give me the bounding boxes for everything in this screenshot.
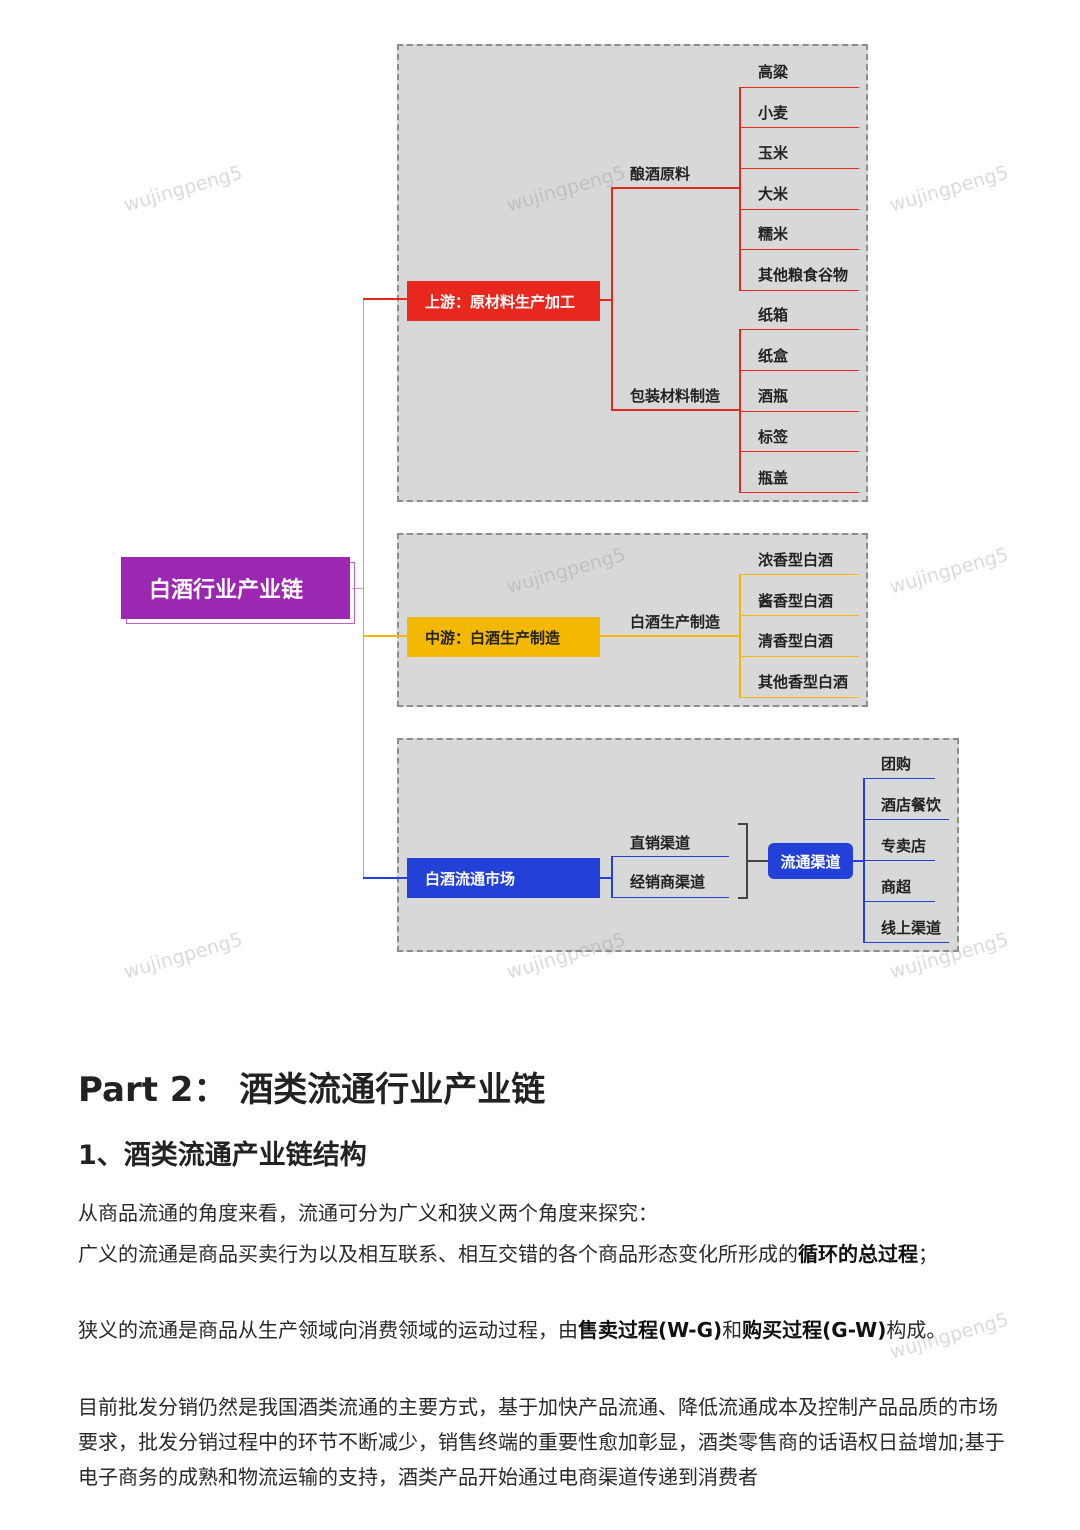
leaf-online-channel: 线上渠道 bbox=[881, 919, 942, 937]
connector-blue bbox=[611, 856, 613, 898]
leaf-underline bbox=[611, 897, 729, 898]
paragraph-2-text: 广义的流通是商品买卖行为以及相互联系、相互交错的各个商品形态变化所形成的 bbox=[78, 1242, 798, 1266]
paragraph-4: 目前批发分销仍然是我国酒类流通的主要方式，基于加快产品流通、降低流通成本及控制产… bbox=[78, 1395, 1005, 1489]
leaf-carton: 纸箱 bbox=[758, 306, 789, 324]
paragraph-2-end: ； bbox=[918, 1242, 938, 1266]
leaf-wheat: 小麦 bbox=[758, 104, 789, 122]
root-label: 白酒行业产业链 bbox=[149, 578, 304, 603]
paragraph-3-text: 狭义的流通是商品从生产领域向消费领域的运动过程，由 bbox=[78, 1318, 578, 1342]
leaf-underline bbox=[739, 697, 859, 698]
bracket-stem bbox=[748, 860, 768, 862]
leaf-underline bbox=[863, 778, 935, 779]
leaf-corn: 玉米 bbox=[758, 144, 789, 162]
connector bbox=[363, 298, 364, 878]
leaf-group-buy: 团购 bbox=[881, 755, 912, 773]
channel-distributor: 经销商渠道 bbox=[630, 873, 706, 891]
connector-red bbox=[363, 298, 407, 300]
leaf-underline bbox=[739, 249, 859, 250]
root-node: 白酒行业产业链 bbox=[121, 557, 350, 619]
leaf-light-aroma: 清香型白酒 bbox=[758, 632, 834, 650]
leaf-glutinous-rice: 糯米 bbox=[758, 225, 789, 243]
connector bbox=[352, 588, 364, 589]
connector-red bbox=[611, 187, 739, 189]
leaf-underline bbox=[863, 860, 935, 861]
leaf-underline bbox=[739, 451, 859, 452]
paragraph-3-bold-2: 购买过程(G-W) bbox=[742, 1318, 887, 1342]
market-node: 白酒流通市场 bbox=[407, 858, 600, 898]
leaf-rice: 大米 bbox=[758, 185, 789, 203]
channel-direct-sales: 直销渠道 bbox=[630, 834, 691, 852]
paragraph-3: 狭义的流通是商品从生产领域向消费领域的运动过程，由售卖过程(W-G)和购买过程(… bbox=[78, 1313, 1008, 1348]
midstream-label: 中游：白酒生产制造 bbox=[425, 628, 561, 647]
leaf-other-grains: 其他粮食谷物 bbox=[758, 266, 849, 284]
leaf-underline bbox=[739, 615, 859, 616]
connector-red bbox=[739, 87, 741, 291]
leaf-hotel-dining: 酒店餐饮 bbox=[881, 796, 942, 814]
leaf-specialty-store: 专卖店 bbox=[881, 837, 927, 855]
leaf-underline bbox=[739, 574, 859, 575]
connector-red bbox=[600, 299, 612, 301]
group-label-baijiu-production: 白酒生产制造 bbox=[630, 613, 721, 631]
leaf-underline bbox=[611, 856, 729, 857]
watermark: wujingpeng5 bbox=[121, 161, 245, 217]
connector-blue bbox=[600, 877, 612, 879]
watermark: wujingpeng5 bbox=[121, 928, 245, 984]
connector-blue bbox=[363, 877, 407, 879]
hub-node: 流通渠道 bbox=[768, 843, 853, 879]
leaf-underline bbox=[739, 370, 859, 371]
leaf-underline bbox=[739, 87, 859, 88]
leaf-underline bbox=[739, 492, 859, 493]
leaf-supermarket: 商超 bbox=[881, 878, 912, 896]
paragraph-2: 广义的流通是商品买卖行为以及相互联系、相互交错的各个商品形态变化所形成的循环的总… bbox=[78, 1237, 1008, 1272]
leaf-underline bbox=[739, 127, 859, 128]
paragraph-1: 从商品流通的角度来看，流通可分为广义和狭义两个角度来探究： bbox=[78, 1201, 658, 1225]
leaf-underline bbox=[863, 942, 949, 943]
connector-red bbox=[611, 409, 739, 411]
watermark: wujingpeng5 bbox=[887, 161, 1011, 217]
leaf-strong-aroma: 浓香型白酒 bbox=[758, 551, 834, 569]
leaf-underline bbox=[739, 209, 859, 210]
group-label-packaging: 包装材料制造 bbox=[630, 387, 721, 405]
leaf-underline bbox=[863, 819, 949, 820]
leaf-sauce-aroma: 酱香型白酒 bbox=[758, 592, 834, 610]
leaf-cap: 瓶盖 bbox=[758, 469, 789, 487]
leaf-underline bbox=[739, 329, 859, 330]
midstream-node: 中游：白酒生产制造 bbox=[407, 617, 600, 657]
leaf-paper-box: 纸盒 bbox=[758, 347, 789, 365]
group-label-brewing-materials: 酿酒原料 bbox=[630, 165, 691, 183]
connector-yellow bbox=[739, 574, 741, 698]
upstream-label: 上游：原材料生产加工 bbox=[425, 292, 576, 311]
leaf-underline bbox=[739, 656, 859, 657]
watermark: wujingpeng5 bbox=[887, 543, 1011, 599]
leaf-underline bbox=[739, 168, 859, 169]
paragraph-2-bold: 循环的总过程 bbox=[798, 1242, 918, 1266]
bracket bbox=[738, 823, 748, 899]
paragraph-3-mid: 和 bbox=[722, 1318, 743, 1342]
hub-label: 流通渠道 bbox=[780, 852, 841, 871]
paragraph-3-bold-1: 售卖过程(W-G) bbox=[578, 1318, 723, 1342]
leaf-underline bbox=[739, 290, 859, 291]
part-title: Part 2： 酒类流通行业产业链 bbox=[78, 1070, 546, 1110]
connector-yellow bbox=[600, 635, 739, 637]
leaf-label: 标签 bbox=[758, 428, 789, 446]
leaf-underline bbox=[739, 411, 859, 412]
market-label: 白酒流通市场 bbox=[425, 869, 516, 888]
connector-red bbox=[611, 187, 613, 410]
paragraph-3-end: 构成。 bbox=[886, 1318, 947, 1342]
leaf-bottle: 酒瓶 bbox=[758, 387, 789, 405]
upstream-group-box bbox=[397, 44, 868, 502]
market-group-box bbox=[397, 738, 959, 952]
section-title: 1、酒类流通产业链结构 bbox=[78, 1140, 367, 1171]
leaf-underline bbox=[863, 901, 935, 902]
upstream-node: 上游：原材料生产加工 bbox=[407, 281, 600, 321]
leaf-other-aroma: 其他香型白酒 bbox=[758, 673, 849, 691]
leaf-sorghum: 高粱 bbox=[758, 63, 789, 81]
connector-blue bbox=[853, 860, 865, 862]
connector-yellow bbox=[363, 635, 407, 637]
